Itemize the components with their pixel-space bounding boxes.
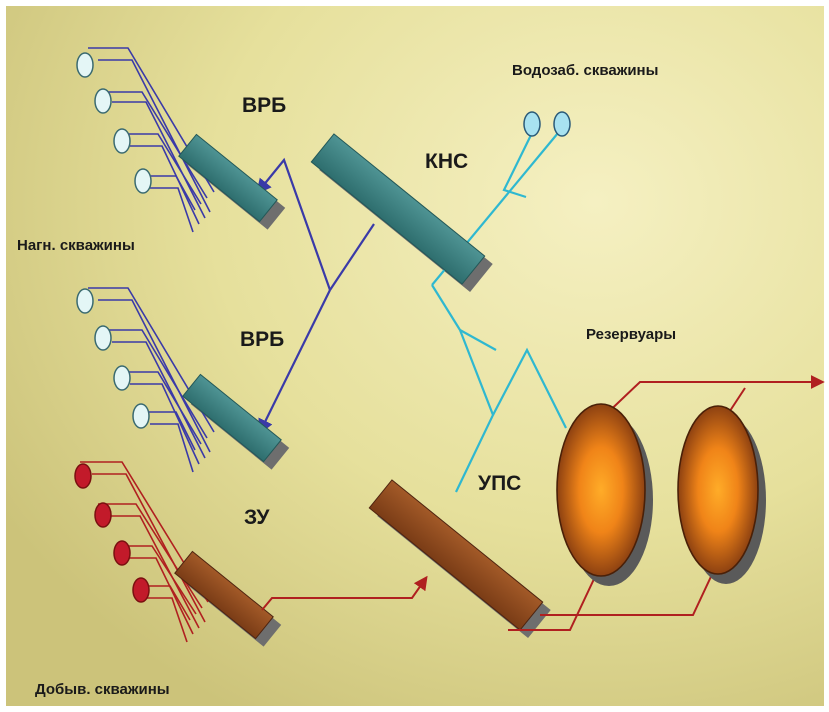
injection-well bbox=[113, 128, 131, 154]
kns-label: КНС bbox=[425, 150, 469, 173]
ups-block bbox=[368, 479, 544, 631]
reservoir-tank bbox=[677, 405, 759, 575]
injection-well bbox=[94, 88, 112, 114]
injection-well bbox=[134, 168, 152, 194]
water-wells bbox=[523, 111, 571, 137]
reservoirs bbox=[556, 403, 766, 586]
vrb-bottom-label: ВРБ bbox=[240, 328, 285, 351]
injection-well bbox=[76, 52, 94, 78]
reservoirs-label: Резервуары bbox=[586, 326, 677, 343]
injection-well bbox=[76, 288, 94, 314]
production-wells-label: Добыв. скважины bbox=[35, 681, 170, 698]
production-well bbox=[94, 502, 112, 528]
injection-lines-top bbox=[88, 47, 215, 233]
water-well bbox=[553, 111, 571, 137]
injection-wells-bottom bbox=[76, 288, 150, 429]
injection-well bbox=[94, 325, 112, 351]
injection-well bbox=[132, 403, 150, 429]
injection-well bbox=[113, 365, 131, 391]
production-well bbox=[74, 463, 92, 489]
ups-label: УПС bbox=[478, 472, 522, 495]
injection-supply-lines bbox=[256, 157, 375, 435]
injection-wells-top bbox=[76, 52, 152, 194]
vrb-top-label: ВРБ bbox=[242, 94, 287, 117]
vrb-bottom-block bbox=[182, 373, 282, 463]
diagram-background bbox=[6, 6, 824, 706]
production-well bbox=[113, 540, 131, 566]
production-well bbox=[132, 577, 150, 603]
kns-block bbox=[310, 133, 486, 285]
water-wells-label: Водозаб. скважины bbox=[512, 62, 659, 79]
vrb-top-block bbox=[178, 133, 278, 223]
production-lines bbox=[80, 461, 209, 643]
production-wells bbox=[74, 463, 150, 603]
injection-wells-label: Нагн. скважины bbox=[17, 237, 135, 254]
water-well bbox=[523, 111, 541, 137]
reservoir-tank bbox=[556, 403, 646, 577]
zu-block bbox=[174, 550, 274, 640]
injection-lines-bottom bbox=[88, 287, 215, 473]
zu-label: ЗУ bbox=[244, 506, 270, 529]
